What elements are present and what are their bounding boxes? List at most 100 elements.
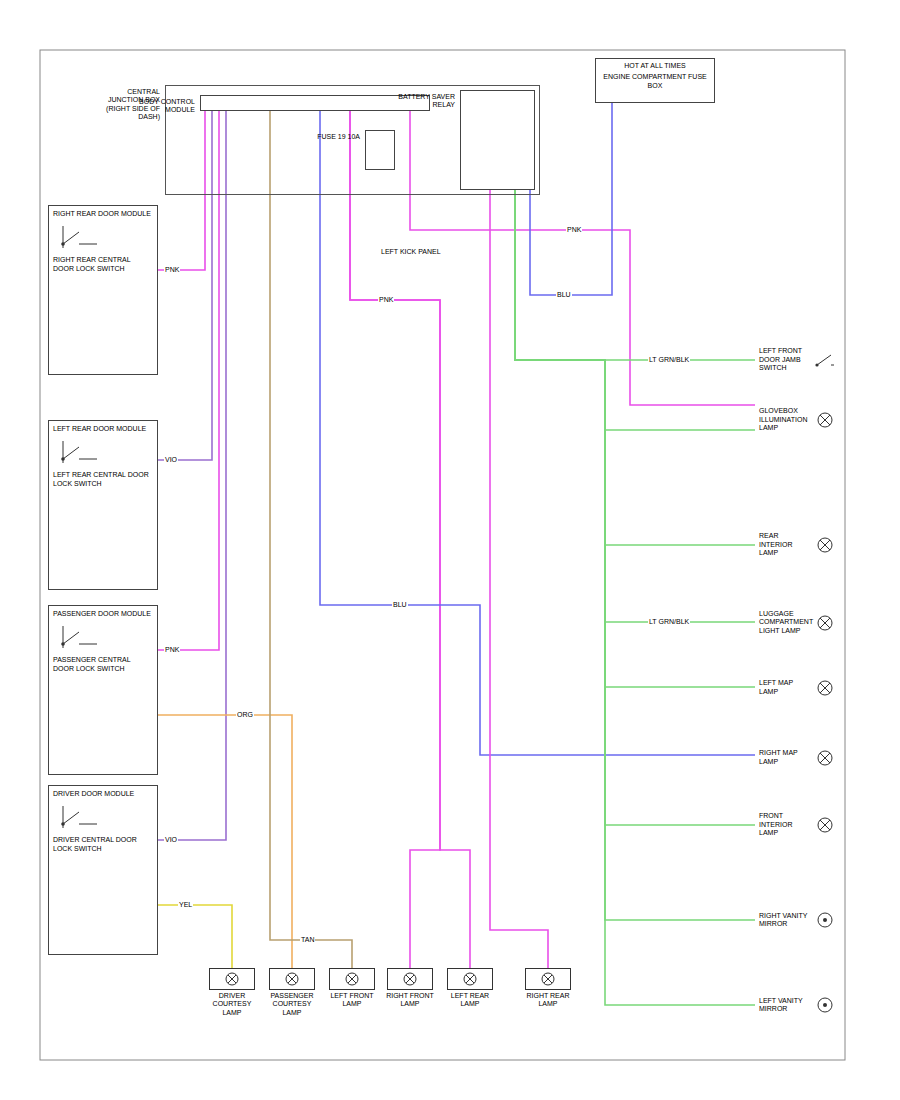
wire-color: LT GRN/BLK xyxy=(648,356,690,364)
wire-color: TAN xyxy=(300,936,315,944)
control-module: BODY CONTROL MODULE xyxy=(200,95,430,111)
lamp-symbol xyxy=(269,968,315,990)
component-name: LEFT MAP LAMP xyxy=(759,679,813,696)
wire-color: PNK xyxy=(566,226,582,234)
lamp: FRONT INTERIOR LAMP xyxy=(755,800,835,850)
component-name: FUSE 19 10A xyxy=(296,133,360,141)
component-name: BATTERY SAVER RELAY xyxy=(391,93,455,110)
component-detail: PASSENGER CENTRAL DOOR LOCK SWITCH xyxy=(53,656,153,673)
door-module: LEFT REAR DOOR MODULE LEFT REAR CENTRAL D… xyxy=(48,420,158,590)
lamp-symbol xyxy=(447,968,493,990)
component-name: REAR INTERIOR LAMP xyxy=(759,532,813,557)
door-lamp: LEFT FRONT LAMP xyxy=(325,968,379,1009)
wire xyxy=(515,190,755,545)
switch-symbol xyxy=(59,624,99,650)
wire-color: BLU xyxy=(392,601,408,609)
component-name: LUGGAGE COMPARTMENT LIGHT LAMP xyxy=(759,610,813,635)
component-name: LEFT REAR LAMP xyxy=(443,992,497,1009)
location-note: LEFT KICK PANEL xyxy=(380,248,442,256)
lamp: LUGGAGE COMPARTMENT LIGHT LAMP xyxy=(755,600,835,645)
courtesy-lamp: DRIVER COURTESY LAMP xyxy=(205,968,259,1017)
lamp-symbol xyxy=(387,968,433,990)
wire xyxy=(515,190,755,1005)
wire xyxy=(530,103,612,295)
lamp: REAR INTERIOR LAMP xyxy=(755,520,835,570)
lamp-symbol xyxy=(815,535,835,555)
wire-color: YEL xyxy=(178,901,193,909)
component-name: DRIVER DOOR MODULE xyxy=(53,790,134,798)
component-detail: ENGINE COMPARTMENT FUSE BOX xyxy=(599,73,711,90)
door-module: RIGHT REAR DOOR MODULE RIGHT REAR CENTRAL… xyxy=(48,205,158,375)
wire xyxy=(515,190,755,920)
wire xyxy=(515,190,755,622)
wire xyxy=(158,111,219,650)
component-name: LEFT REAR DOOR MODULE xyxy=(53,425,146,433)
vanity-mirror: RIGHT VANITY MIRROR xyxy=(755,900,835,940)
lamp: GLOVEBOX ILLUMINATION LAMP xyxy=(755,395,835,445)
component-detail: LEFT REAR CENTRAL DOOR LOCK SWITCH xyxy=(53,471,153,488)
wire xyxy=(515,190,755,430)
component-name: DRIVER COURTESY LAMP xyxy=(205,992,259,1017)
lamp-symbol xyxy=(329,968,375,990)
component-name: LEFT FRONT LAMP xyxy=(325,992,379,1009)
component-name: PASSENGER COURTESY LAMP xyxy=(265,992,319,1017)
door-lamp: RIGHT REAR LAMP xyxy=(521,968,575,1009)
page-border xyxy=(40,50,845,1060)
wire xyxy=(515,190,755,360)
wire-color: VIO xyxy=(164,836,178,844)
wire xyxy=(490,190,548,968)
lamp: LEFT MAP LAMP xyxy=(755,665,835,710)
lamp-symbol xyxy=(815,748,835,768)
lamp: RIGHT MAP LAMP xyxy=(755,735,835,780)
component-name: LEFT VANITY MIRROR xyxy=(759,997,813,1014)
wire-color: BLU xyxy=(556,291,572,299)
component-name: LEFT FRONT DOOR JAMB SWITCH xyxy=(759,347,813,372)
lamp-symbol xyxy=(815,815,835,835)
door-lamp: LEFT REAR LAMP xyxy=(443,968,497,1009)
vanity-mirror: LEFT VANITY MIRROR xyxy=(755,985,835,1025)
junction-box: CENTRAL JUNCTION BOX (RIGHT SIDE OF DASH… xyxy=(165,85,540,195)
wire xyxy=(158,905,232,968)
component-name: RIGHT MAP LAMP xyxy=(759,749,813,766)
wire-color: PNK xyxy=(164,266,180,274)
door-module: DRIVER DOOR MODULE DRIVER CENTRAL DOOR LO… xyxy=(48,785,158,955)
lamp-symbol xyxy=(209,968,255,990)
component-name: HOT AT ALL TIMES xyxy=(599,62,711,70)
wire xyxy=(158,111,212,460)
lamp-symbol xyxy=(525,968,571,990)
wire xyxy=(158,715,292,968)
wire xyxy=(515,190,755,825)
wire xyxy=(350,111,440,968)
wire-color: PNK xyxy=(164,646,180,654)
component-name: FRONT INTERIOR LAMP xyxy=(759,812,813,837)
lamp-symbol xyxy=(815,410,835,430)
door-module: PASSENGER DOOR MODULE PASSENGER CENTRAL D… xyxy=(48,605,158,775)
wire-color: ORG xyxy=(236,711,254,719)
component-detail: DRIVER CENTRAL DOOR LOCK SWITCH xyxy=(53,836,153,853)
wire-color: VIO xyxy=(164,456,178,464)
switch-symbol xyxy=(59,439,99,465)
component-detail: RIGHT REAR CENTRAL DOOR LOCK SWITCH xyxy=(53,256,153,273)
wire xyxy=(320,111,755,755)
mirror-symbol xyxy=(815,910,835,930)
component-name: RIGHT FRONT LAMP xyxy=(383,992,437,1009)
component-name: BODY CONTROL MODULE xyxy=(131,98,195,115)
component-name: GLOVEBOX ILLUMINATION LAMP xyxy=(759,407,813,432)
fuse: FUSE 19 10A xyxy=(365,130,395,170)
relay: BATTERY SAVER RELAY xyxy=(460,90,535,190)
component-name: PASSENGER DOOR MODULE xyxy=(53,610,151,618)
wire-color: LT GRN/BLK xyxy=(648,618,690,626)
lamp-symbol xyxy=(815,613,835,633)
wire xyxy=(270,111,352,968)
mirror-symbol xyxy=(815,995,835,1015)
wire xyxy=(350,111,470,968)
switch-symbol xyxy=(59,804,99,830)
component-name: RIGHT VANITY MIRROR xyxy=(759,912,813,929)
component-name: RIGHT REAR LAMP xyxy=(521,992,575,1009)
switch-symbol xyxy=(815,350,835,370)
door-lamp: RIGHT FRONT LAMP xyxy=(383,968,437,1009)
wire xyxy=(515,190,755,687)
wire xyxy=(158,111,226,840)
component-name: RIGHT REAR DOOR MODULE xyxy=(53,210,151,218)
